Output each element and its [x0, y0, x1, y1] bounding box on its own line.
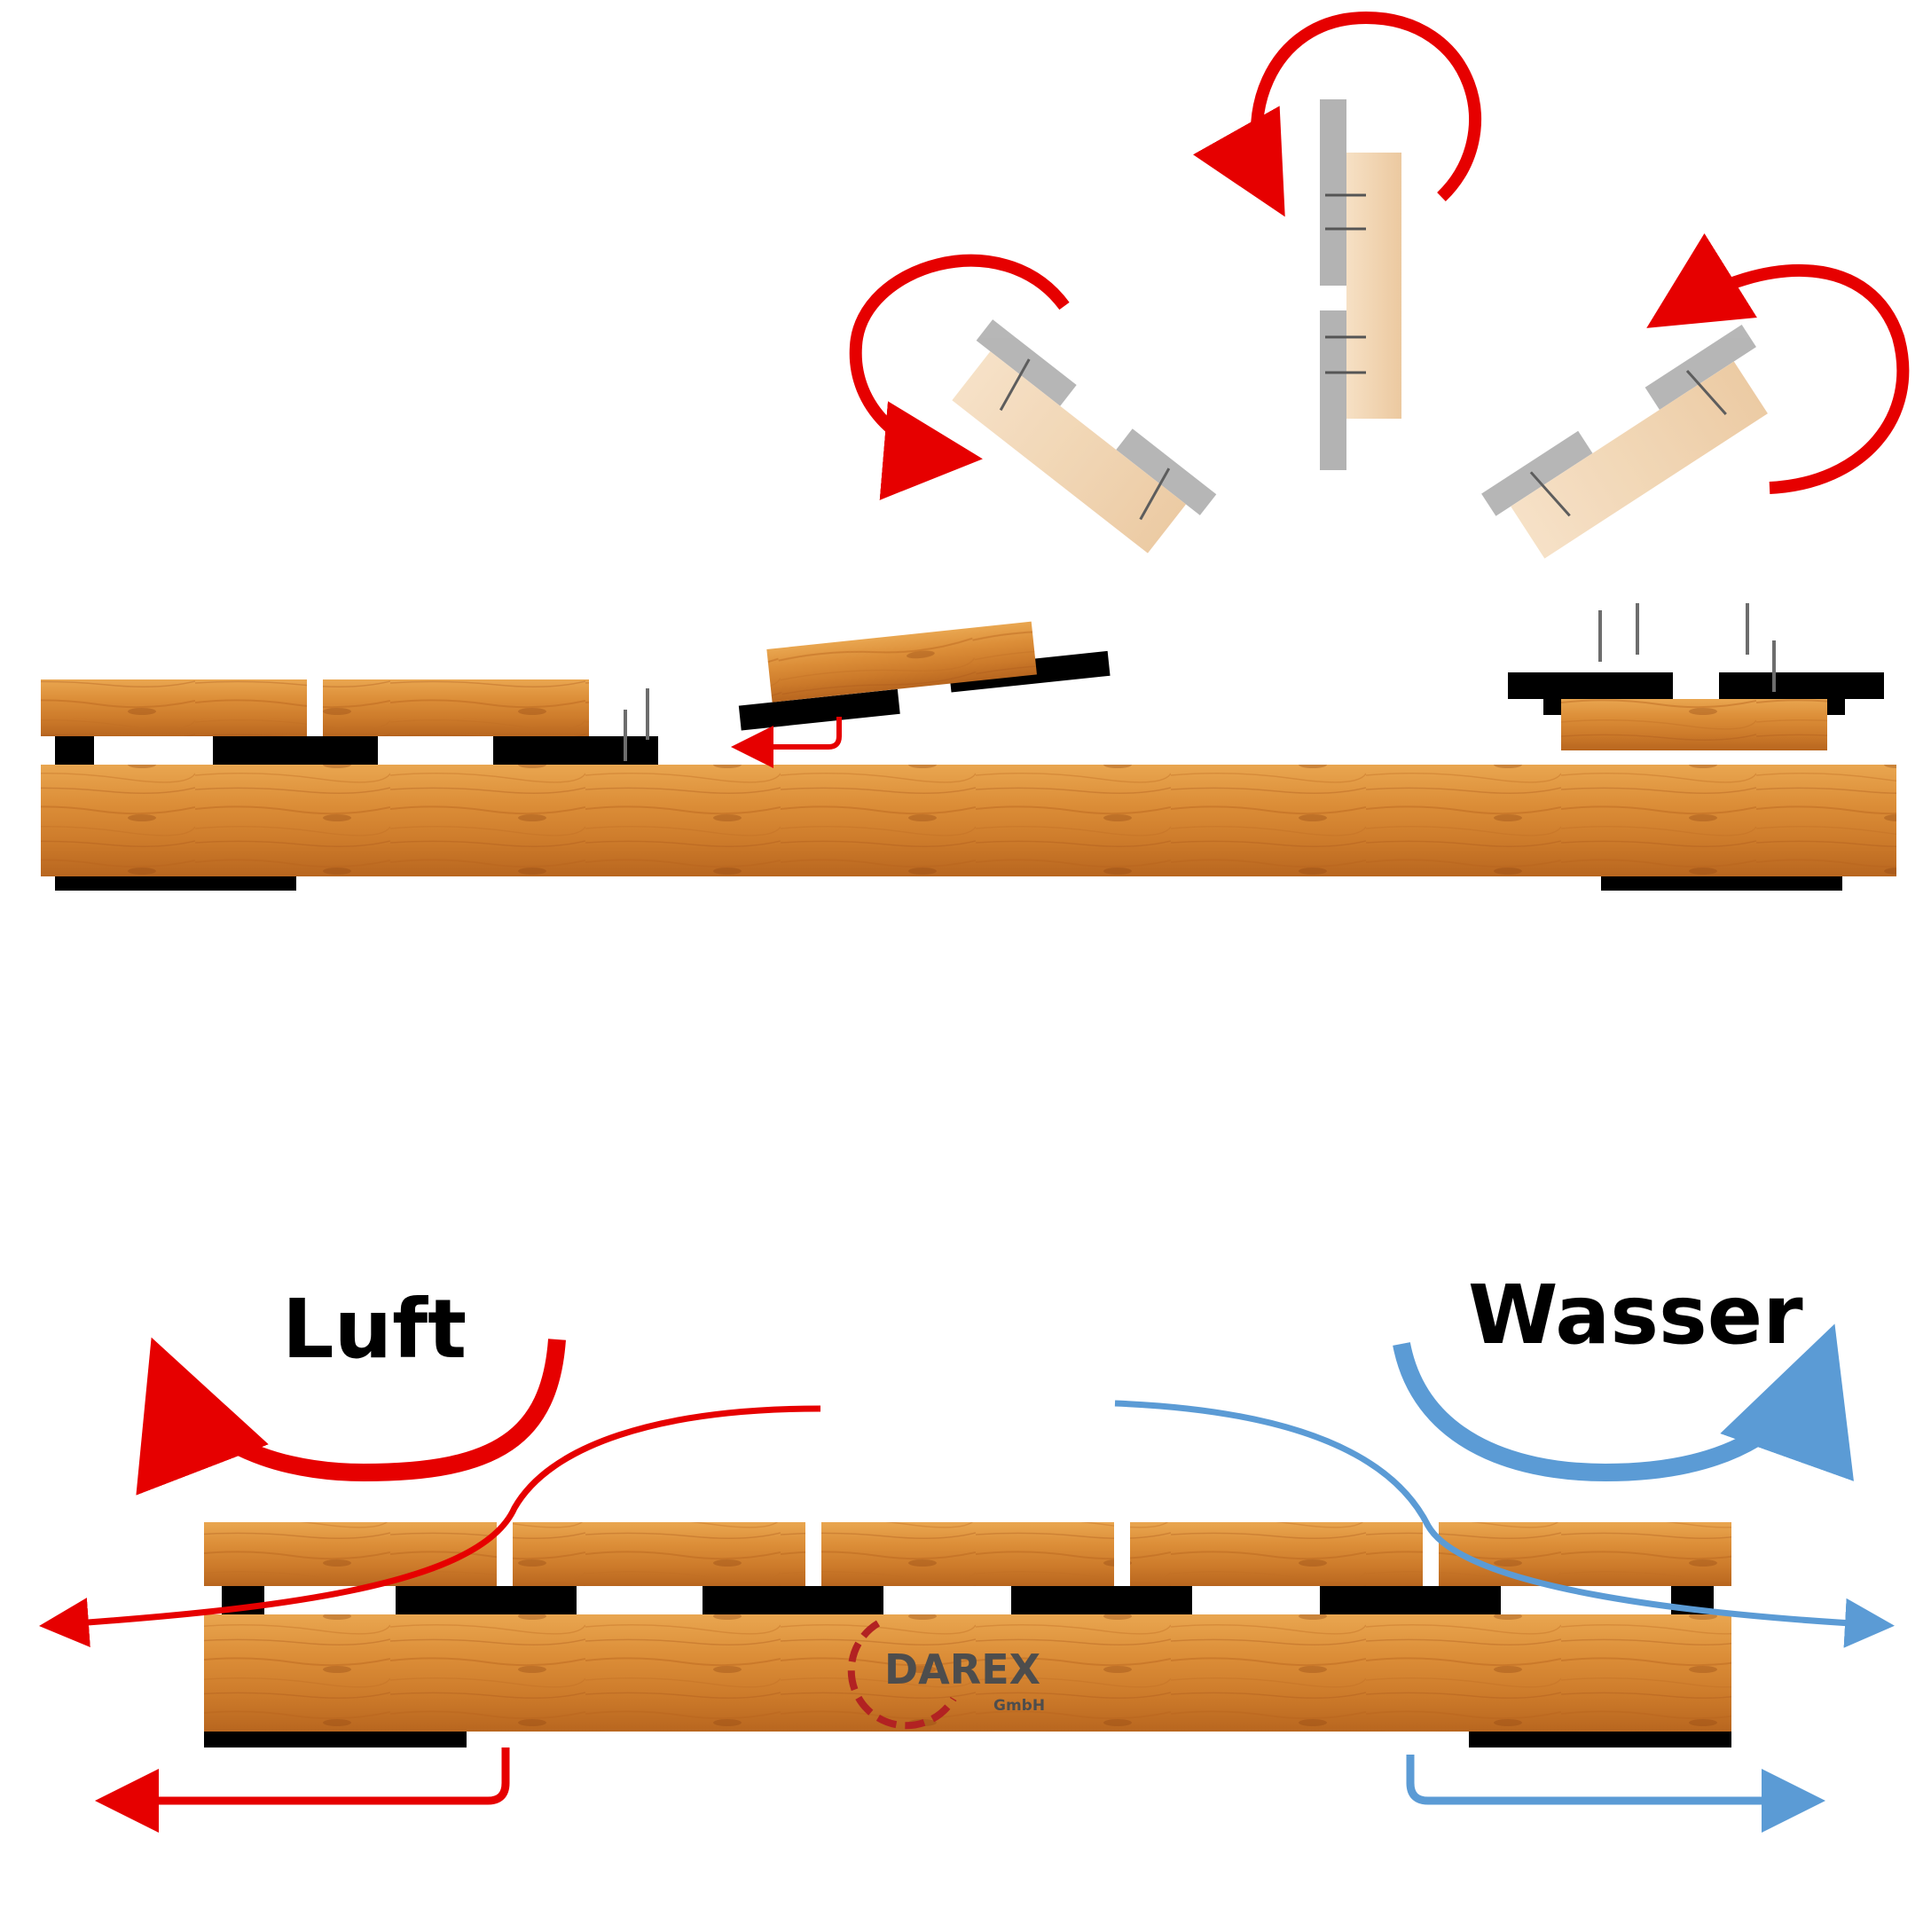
bottom-clip-pad: [1011, 1586, 1192, 1614]
bottom-board-2: [513, 1522, 805, 1586]
water-curve-arrow-icon: [1393, 1323, 1854, 1482]
bottom-clip-pad: [1320, 1586, 1501, 1614]
top-clip-pad-2: [213, 736, 378, 765]
top-tilting-board: [738, 621, 1111, 731]
rotate-arrow-icon: [1646, 233, 1910, 494]
ghost-board-center: [1320, 99, 1401, 470]
logo-name: DAREX: [884, 1645, 1040, 1693]
rotate-arrow-icon: [1193, 11, 1481, 217]
air-underflow-arrow-icon: [95, 1747, 510, 1833]
ghost-board-left: [952, 319, 1217, 554]
air-flow-arrow-icon: [39, 1405, 821, 1647]
bottom-board-3: [821, 1522, 1114, 1586]
water-label: Wasser: [1468, 1268, 1803, 1363]
logo-arc-icon: [847, 1620, 957, 1730]
bottom-joist-pad-right: [1469, 1732, 1731, 1747]
bottom-clip-pad: [703, 1586, 883, 1614]
top-scene: [41, 11, 1910, 891]
rotate-arrow-icon: [849, 254, 1070, 500]
top-joist-pad-right: [1601, 876, 1842, 891]
ghost-board-right: [1481, 324, 1768, 559]
top-installed-board-2: [323, 679, 589, 736]
bottom-board-1: [204, 1522, 497, 1586]
screw-icon: [624, 688, 649, 761]
water-underflow-arrow-icon: [1406, 1755, 1825, 1833]
top-installed-board-1: [41, 679, 307, 736]
darex-logo: DAREX GmbH: [847, 1620, 1045, 1730]
top-flipped-board: [1508, 672, 1884, 750]
air-label: Luft: [282, 1282, 467, 1377]
bottom-clip-pad: [396, 1586, 577, 1614]
bottom-joist: [204, 1614, 1731, 1732]
top-joist-pad-left: [55, 876, 296, 891]
air-curve-arrow-icon: [136, 1337, 566, 1496]
bottom-board-5: [1439, 1522, 1731, 1586]
water-flow-arrow-icon: [1114, 1400, 1895, 1648]
bottom-joist-pad-left: [204, 1732, 467, 1747]
logo-suffix: GmbH: [993, 1697, 1045, 1715]
top-joist: [41, 765, 1896, 876]
top-clip-pad-3: [493, 736, 658, 765]
slide-arrow-icon: [731, 717, 842, 768]
bottom-scene: DAREX GmbH Luft Wasser: [39, 1268, 1895, 1833]
bottom-board-4: [1130, 1522, 1423, 1586]
top-clip-pad-1: [55, 736, 94, 765]
screw-icon: [1598, 603, 1776, 692]
